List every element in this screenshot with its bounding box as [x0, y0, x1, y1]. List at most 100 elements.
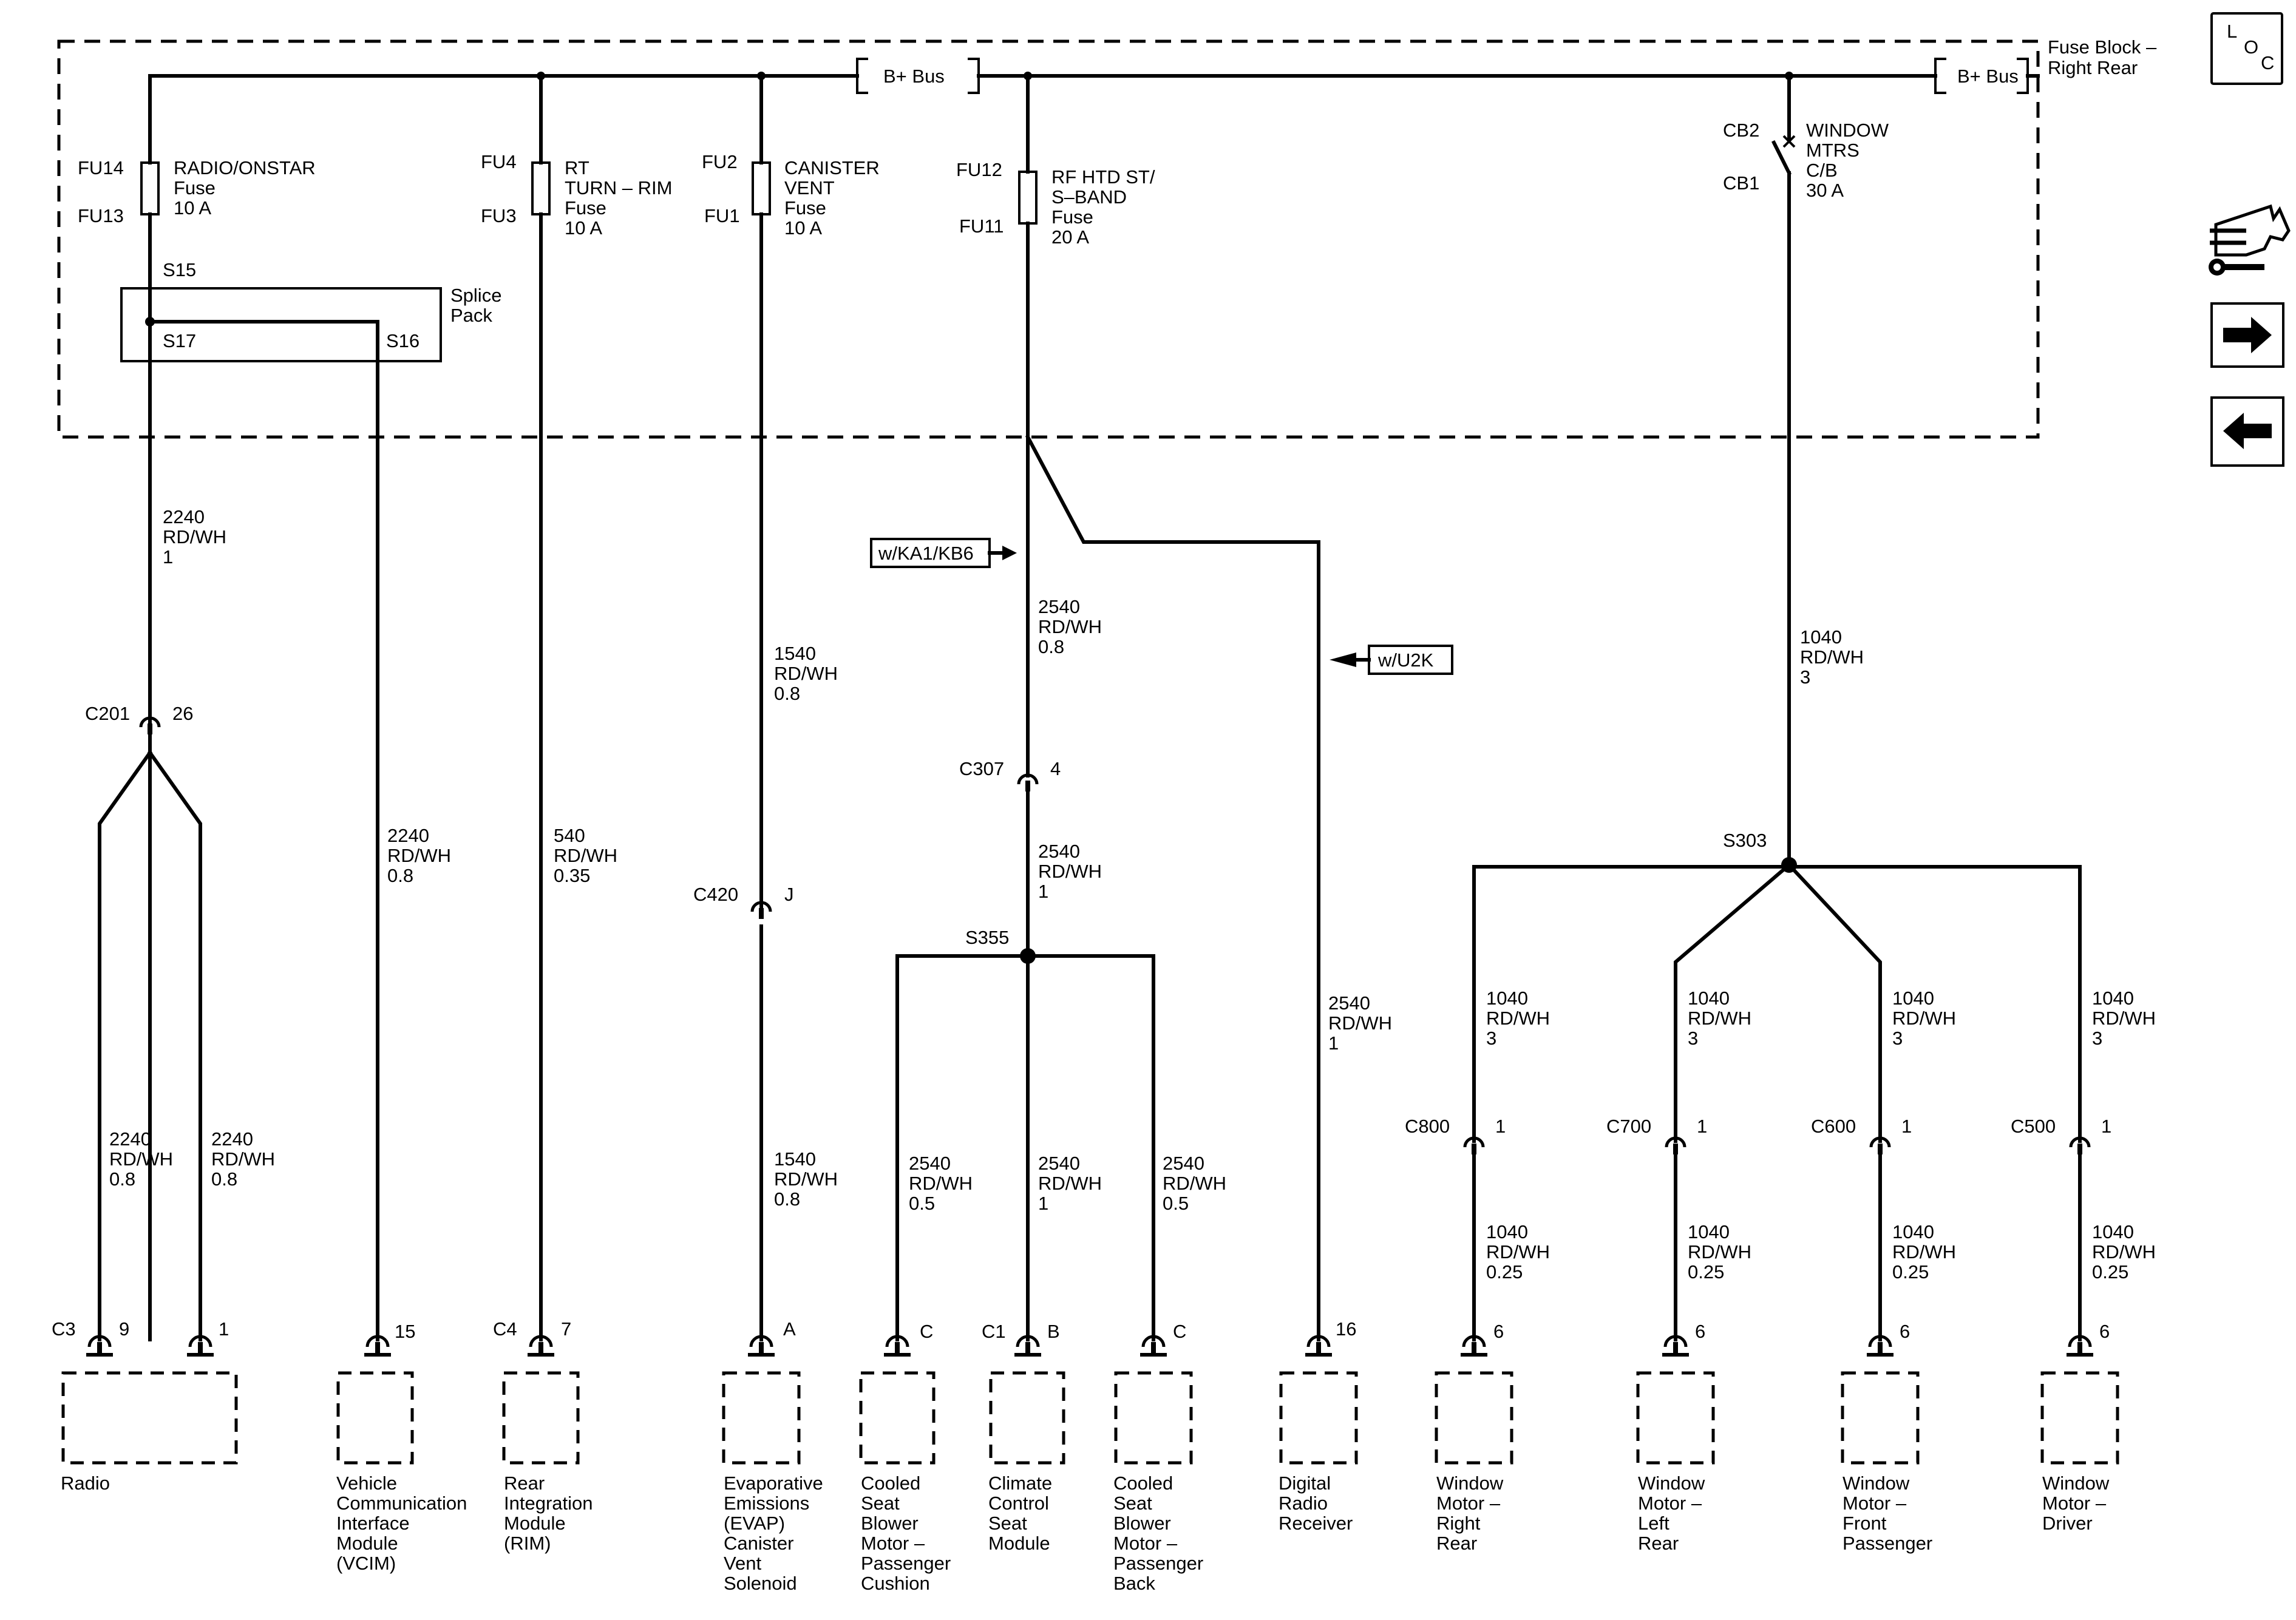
- label-cushion: Cooled: [861, 1473, 920, 1494]
- svg-text:L: L: [2227, 21, 2237, 42]
- wire-rim: 540: [554, 825, 585, 846]
- label-vcim: (VCIM): [336, 1553, 396, 1574]
- wire-window-branch: 3: [1892, 1028, 1903, 1049]
- wire-canister-lower: 0.8: [774, 1188, 800, 1210]
- svg-text:30 A: 30 A: [1806, 180, 1844, 201]
- connector-cushion: [885, 1335, 909, 1347]
- svg-text:C307: C307: [959, 758, 1004, 779]
- cooled-seat-circuit: 2540 RD/WH 0.8 C307 4 2540 RD/WH 1 S355 …: [895, 596, 1226, 1341]
- label-cushion: Blower: [861, 1513, 919, 1534]
- pin-label: 1: [1901, 1116, 1912, 1137]
- svg-text:Pack: Pack: [450, 305, 492, 326]
- svg-text:1040: 1040: [1800, 626, 1842, 648]
- svg-text:RD/WH: RD/WH: [909, 1173, 973, 1194]
- label-back: Seat: [1113, 1493, 1152, 1514]
- wire-window-lower: 1040: [1892, 1221, 1934, 1242]
- label-window-driver: Motor –: [2042, 1493, 2107, 1514]
- label-evap: Emissions: [724, 1493, 809, 1514]
- label-back: Motor –: [1113, 1533, 1178, 1554]
- pin-label: 1: [2101, 1116, 2111, 1137]
- wire-window-lower: 1040: [2092, 1221, 2134, 1242]
- label-back: Blower: [1113, 1513, 1171, 1534]
- svg-text:S15: S15: [163, 259, 196, 280]
- svg-text:C: C: [2261, 52, 2274, 73]
- svg-text:TURN – RIM: TURN – RIM: [565, 177, 672, 198]
- component-window-motor: [1435, 1371, 1513, 1465]
- label-climate: Seat: [988, 1513, 1027, 1534]
- wire-window-branch: 1040: [1688, 988, 1730, 1009]
- fuse-block-label-2: Right Rear: [2048, 57, 2138, 78]
- connector-c1-label: C1: [982, 1321, 1006, 1342]
- pin-label: 1: [219, 1318, 229, 1340]
- option-ka1-kb6: w/KA1/KB6: [870, 538, 1017, 568]
- label-rim: Integration: [504, 1493, 593, 1514]
- fuse-rf-htd-st: FU12 FU11 RF HTD ST/ S–BAND Fuse 20 A: [956, 72, 1320, 1341]
- label-window-lr: Left: [1638, 1513, 1669, 1534]
- label-rim: Rear: [504, 1473, 545, 1494]
- pin-label: A: [783, 1318, 796, 1340]
- wire-rim: 0.35: [554, 865, 590, 886]
- label-vcim: Communication: [336, 1493, 467, 1514]
- wire-window-branch: 3: [1486, 1028, 1496, 1049]
- label-window-driver: Window: [2042, 1473, 2110, 1494]
- svg-text:RD/WH: RD/WH: [1163, 1173, 1226, 1194]
- svg-text:CB1: CB1: [1723, 172, 1759, 194]
- svg-text:2540: 2540: [1038, 596, 1080, 617]
- svg-text:1: 1: [1038, 881, 1048, 902]
- connector-c600-label: C600: [1811, 1116, 1856, 1137]
- svg-text:2240: 2240: [109, 1128, 151, 1150]
- svg-text:CB2: CB2: [1723, 120, 1759, 141]
- connector-c800-label: C800: [1405, 1116, 1450, 1137]
- pin-label: C: [1173, 1321, 1186, 1342]
- connector-c800: [1463, 1136, 1485, 1148]
- svg-text:Fuse: Fuse: [784, 197, 826, 219]
- wire-radio-receiver: 2540: [1328, 992, 1370, 1014]
- label-receiver: Radio: [1279, 1493, 1328, 1514]
- svg-text:w/KA1/KB6: w/KA1/KB6: [878, 543, 974, 564]
- pin-label: 9: [119, 1318, 129, 1340]
- label-evap: Canister: [724, 1533, 793, 1554]
- loc-icon[interactable]: L O C: [2210, 12, 2283, 85]
- harness-wrench-icon[interactable]: [2209, 204, 2291, 276]
- wire-window-branch: 3: [1688, 1028, 1698, 1049]
- wire-window-branch: RD/WH: [2092, 1008, 2156, 1029]
- svg-text:0.8: 0.8: [211, 1168, 237, 1190]
- svg-text:O: O: [2244, 36, 2258, 58]
- label-window-rr: Rear: [1436, 1533, 1477, 1554]
- component-vcim: [336, 1371, 414, 1465]
- pin-label: 16: [1336, 1318, 1356, 1340]
- svg-text:FU2: FU2: [702, 151, 738, 172]
- label-window-lr: Motor –: [1638, 1493, 1702, 1514]
- svg-text:FU12: FU12: [956, 159, 1002, 180]
- connector-window-motor: [1673, 1342, 1678, 1354]
- connector-c3: [198, 1342, 203, 1354]
- svg-text:S17: S17: [163, 330, 196, 351]
- connector-back: [1141, 1335, 1166, 1347]
- connector-c201: [139, 716, 161, 728]
- connector-c500: [2069, 1136, 2091, 1148]
- svg-text:RD/WH: RD/WH: [1038, 1173, 1102, 1194]
- label-evap: Vent: [724, 1553, 761, 1574]
- component-climate: [989, 1371, 1065, 1465]
- connector-cushion: [895, 1342, 900, 1354]
- pin-label: 6: [2099, 1321, 2110, 1342]
- fuse-block-label-1: Fuse Block –: [2048, 36, 2157, 58]
- circuit-breaker-window: CB2 CB1 WINDOW MTRS C/B 30 A: [1723, 72, 1889, 867]
- label-window-rr: Motor –: [1436, 1493, 1501, 1514]
- pin-label: C: [920, 1321, 933, 1342]
- connector-c700: [1665, 1136, 1686, 1148]
- connector-c3: [188, 1335, 212, 1347]
- connector-c1: [1016, 1335, 1040, 1347]
- svg-text:C201: C201: [85, 703, 130, 724]
- svg-text:2540: 2540: [909, 1153, 951, 1174]
- svg-text:S–BAND: S–BAND: [1051, 186, 1127, 208]
- connector-window-motor: [1472, 1342, 1476, 1354]
- wire-canister-lower: RD/WH: [774, 1168, 838, 1190]
- arrow-right-icon[interactable]: [2210, 302, 2284, 368]
- component-radio: [61, 1371, 238, 1465]
- label-evap: Evaporative: [724, 1473, 823, 1494]
- arrow-left-icon[interactable]: [2210, 396, 2284, 467]
- label-vcim: Module: [336, 1533, 398, 1554]
